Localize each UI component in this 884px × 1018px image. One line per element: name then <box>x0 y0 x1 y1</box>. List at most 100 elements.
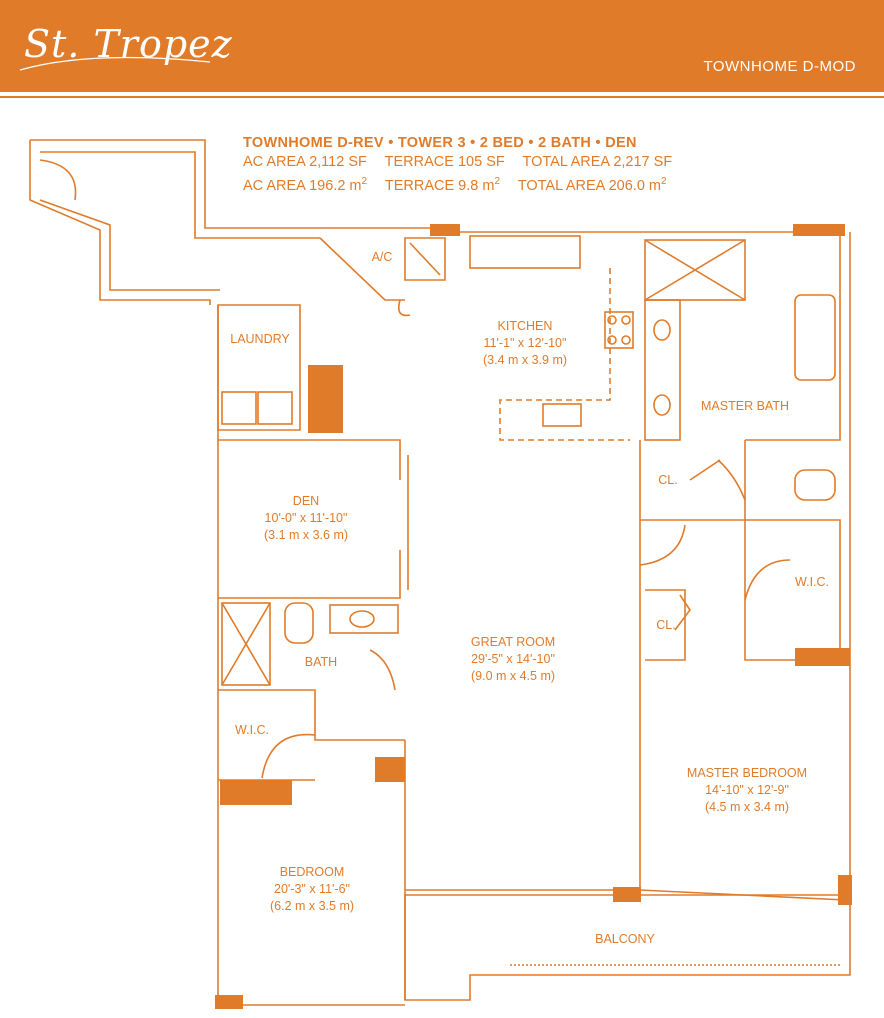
room-name: DEN <box>292 494 320 508</box>
kitchen-counter <box>499 268 630 441</box>
room-dimension-metric: (6.2 m x 3.5 m) <box>269 899 355 913</box>
header-divider <box>0 96 884 98</box>
logo-text: St. Tropez <box>24 22 233 66</box>
total-area-metric-label: TOTAL AREA <box>517 177 605 194</box>
room-name: CL. <box>658 473 678 487</box>
bath-door <box>369 649 396 691</box>
exponent: 2 <box>661 176 667 187</box>
master-bath-door <box>717 459 746 501</box>
room-closet-1: CL. <box>658 472 677 489</box>
specs-metric-line: AC AREA 196.2 m2 TERRACE 9.8 m2 TOTAL AR… <box>243 172 672 196</box>
master-bath-outer <box>640 231 841 441</box>
room-name: GREAT ROOM <box>470 635 556 649</box>
page-title: TOWNHOME D-MOD <box>703 58 856 75</box>
room-name: A/C <box>371 250 393 264</box>
room-kitchen: KITCHEN 11'-1" x 12'-10" (3.4 m x 3.9 m) <box>483 318 567 369</box>
room-name: BATH <box>304 655 338 669</box>
ac-area-metric-label: AC AREA <box>243 177 306 194</box>
washer <box>221 391 257 425</box>
room-wic-master: W.I.C. <box>795 574 829 591</box>
room-name: W.I.C. <box>794 575 830 589</box>
room-name: CL. <box>656 618 676 632</box>
logo: St. Tropez <box>24 22 233 66</box>
room-closet-2: CL. <box>656 617 675 634</box>
room-name: MASTER BATH <box>701 399 789 413</box>
unit-specs: TOWNHOME D-REV • TOWER 3 • 2 BED • 2 BAT… <box>243 134 672 196</box>
exponent: 2 <box>361 176 368 187</box>
corridor-zigzag-inner <box>39 199 220 291</box>
room-name: KITCHEN <box>497 319 553 333</box>
bath-shower <box>221 602 271 686</box>
room-dimension: 14'-10" x 12'-9" <box>705 783 789 797</box>
wall-column <box>215 995 243 1009</box>
room-name: BEDROOM <box>279 865 345 879</box>
laundry-wall <box>217 304 301 431</box>
entry-corridor-wall <box>30 139 450 229</box>
ac-door <box>397 299 411 317</box>
ac-wall <box>319 237 405 301</box>
kitchen-sink <box>542 403 582 427</box>
room-name: LAUNDRY <box>230 332 290 346</box>
room-great-room: GREAT ROOM 29'-5" x 14'-10" (9.0 m x 4.5… <box>471 634 555 685</box>
den-wall-bottom <box>218 550 401 599</box>
room-dimension-metric: (9.0 m x 4.5 m) <box>470 669 556 683</box>
corridor-zigzag <box>29 140 211 305</box>
room-bedroom: BEDROOM 20'-3" x 11'-6" (6.2 m x 3.5 m) <box>270 864 354 915</box>
den-wall <box>218 439 401 480</box>
kitchen-upper-cabinets <box>469 235 581 269</box>
cl2-walls <box>645 589 686 661</box>
room-dimension: 29'-5" x 14'-10" <box>471 652 555 666</box>
exterior-right <box>845 232 851 891</box>
exponent: 2 <box>494 176 500 187</box>
wall-column <box>838 875 852 905</box>
total-area-label: TOTAL AREA <box>522 154 610 170</box>
ac-area-label: AC AREA <box>243 154 306 170</box>
specs-sf-line: AC AREA 2,112 SF TERRACE 105 SF TOTAL AR… <box>243 153 672 172</box>
wall-column <box>220 780 292 805</box>
dryer <box>257 391 293 425</box>
room-balcony: BALCONY <box>595 931 655 948</box>
total-area-metric-value: 206.0 m <box>608 177 661 194</box>
wic-door <box>261 733 316 779</box>
vanity <box>644 299 681 441</box>
room-name: BALCONY <box>595 932 655 946</box>
bath-shower-x <box>221 602 271 686</box>
bath-wall-bottom <box>218 689 405 741</box>
terrace-metric-value: 9.8 m <box>458 177 495 194</box>
wic-master-door <box>744 559 791 601</box>
wall-column <box>375 757 405 782</box>
room-dimension-metric: (3.4 m x 3.9 m) <box>482 353 568 367</box>
shower-x <box>644 239 746 301</box>
room-laundry: LAUNDRY <box>230 331 290 348</box>
master-toilet <box>794 469 836 501</box>
wall-column <box>795 648 850 666</box>
total-area-value: 2,217 SF <box>613 154 673 170</box>
specs-heading: TOWNHOME D-REV • TOWER 3 • 2 BED • 2 BAT… <box>243 135 637 151</box>
ac-x <box>409 242 441 276</box>
ac-closet <box>404 237 446 281</box>
terrace-label: TERRACE <box>384 154 454 170</box>
wall-column <box>308 365 343 433</box>
terrace-value: 105 SF <box>457 154 505 170</box>
wall-column <box>793 224 845 236</box>
logo-swash-icon <box>19 56 211 71</box>
room-dimension: 11'-1" x 12'-10" <box>483 336 567 350</box>
ac-area-value: 2,112 SF <box>309 154 367 170</box>
entry-corridor-wall-inner <box>40 151 320 239</box>
bathtub <box>794 294 836 381</box>
cooktop <box>604 311 634 349</box>
wall-column <box>613 887 641 902</box>
room-ac: A/C <box>372 249 393 266</box>
ac-area-metric-value: 196.2 m <box>309 177 362 194</box>
entry-door <box>39 159 77 201</box>
room-master-bedroom: MASTER BEDROOM 14'-10" x 12'-9" (4.5 m x… <box>687 765 807 816</box>
closet-walls <box>639 440 746 521</box>
shower <box>644 239 746 301</box>
room-wic: W.I.C. <box>235 722 269 739</box>
room-den: DEN 10'-0" x 11'-10" (3.1 m x 3.6 m) <box>264 493 348 544</box>
room-master-bath: MASTER BATH <box>701 398 789 415</box>
room-bath: BATH <box>305 654 337 671</box>
terrace-metric-label: TERRACE <box>384 177 455 194</box>
header-banner: St. Tropez TOWNHOME D-MOD <box>0 0 884 92</box>
